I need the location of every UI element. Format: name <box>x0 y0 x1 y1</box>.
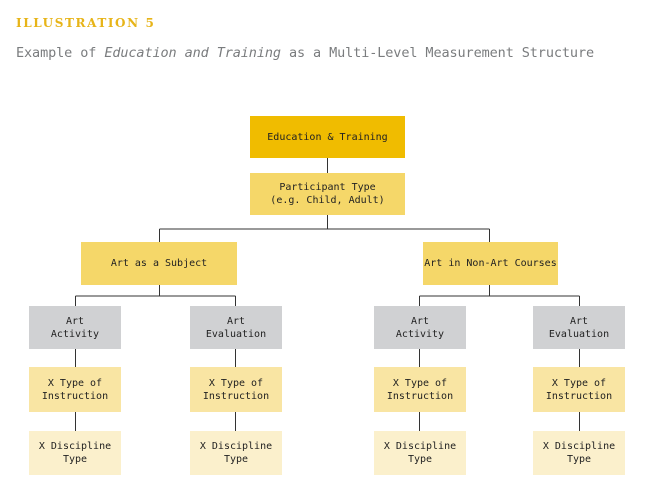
node-discipline-type-2: X Discipline Type <box>190 431 282 475</box>
illustration-label: ILLUSTRATION 5 <box>16 16 156 30</box>
node-type-of-instruction-3: X Type of Instruction <box>374 367 466 412</box>
node-art-activity-label: Art Activity <box>50 315 100 340</box>
node-art-activity-right: Art Activity <box>374 306 466 349</box>
node-art-activity-left: Art Activity <box>29 306 121 349</box>
node-discipline-type-3: X Discipline Type <box>374 431 466 475</box>
node-art-evaluation-label: Art Evaluation <box>205 315 267 340</box>
node-art-evaluation-label: Art Evaluation <box>548 315 610 340</box>
node-discipline-type-1: X Discipline Type <box>29 431 121 475</box>
node-type-of-instruction-4: X Type of Instruction <box>533 367 625 412</box>
node-discipline-type-4: X Discipline Type <box>533 431 625 475</box>
node-art-in-non-art-courses-label: Art in Non-Art Courses <box>424 258 557 269</box>
title-suffix: as a Multi-Level Measurement Structure <box>280 45 595 61</box>
node-art-evaluation-right: Art Evaluation <box>533 306 625 349</box>
diagram-title: Example of Education and Training as a M… <box>16 45 594 61</box>
node-participant-type-label: Participant Type (e.g. Child, Adult) <box>270 182 385 206</box>
node-type-of-instruction-label: X Type of Instruction <box>202 377 270 402</box>
node-education-training-label: Education & Training <box>267 131 388 143</box>
node-art-as-subject: Art as a Subject <box>81 242 237 285</box>
node-art-activity-label: Art Activity <box>395 315 445 340</box>
node-discipline-type-label: X Discipline Type <box>199 441 273 465</box>
node-discipline-type-label: X Discipline Type <box>383 441 457 465</box>
node-discipline-type-label: X Discipline Type <box>542 441 616 465</box>
node-art-in-non-art-courses: Art in Non-Art Courses <box>423 242 558 285</box>
node-art-as-subject-label: Art as a Subject <box>110 258 208 269</box>
node-type-of-instruction-label: X Type of Instruction <box>41 377 109 402</box>
node-participant-type: Participant Type (e.g. Child, Adult) <box>250 173 405 215</box>
node-type-of-instruction-1: X Type of Instruction <box>29 367 121 412</box>
node-type-of-instruction-label: X Type of Instruction <box>545 377 613 402</box>
node-type-of-instruction-label: X Type of Instruction <box>386 377 454 402</box>
node-discipline-type-label: X Discipline Type <box>38 441 112 465</box>
node-art-evaluation-left: Art Evaluation <box>190 306 282 349</box>
node-education-training: Education & Training <box>250 116 405 158</box>
title-italic: Education and Training <box>104 45 281 61</box>
node-type-of-instruction-2: X Type of Instruction <box>190 367 282 412</box>
title-prefix: Example of <box>16 45 105 61</box>
